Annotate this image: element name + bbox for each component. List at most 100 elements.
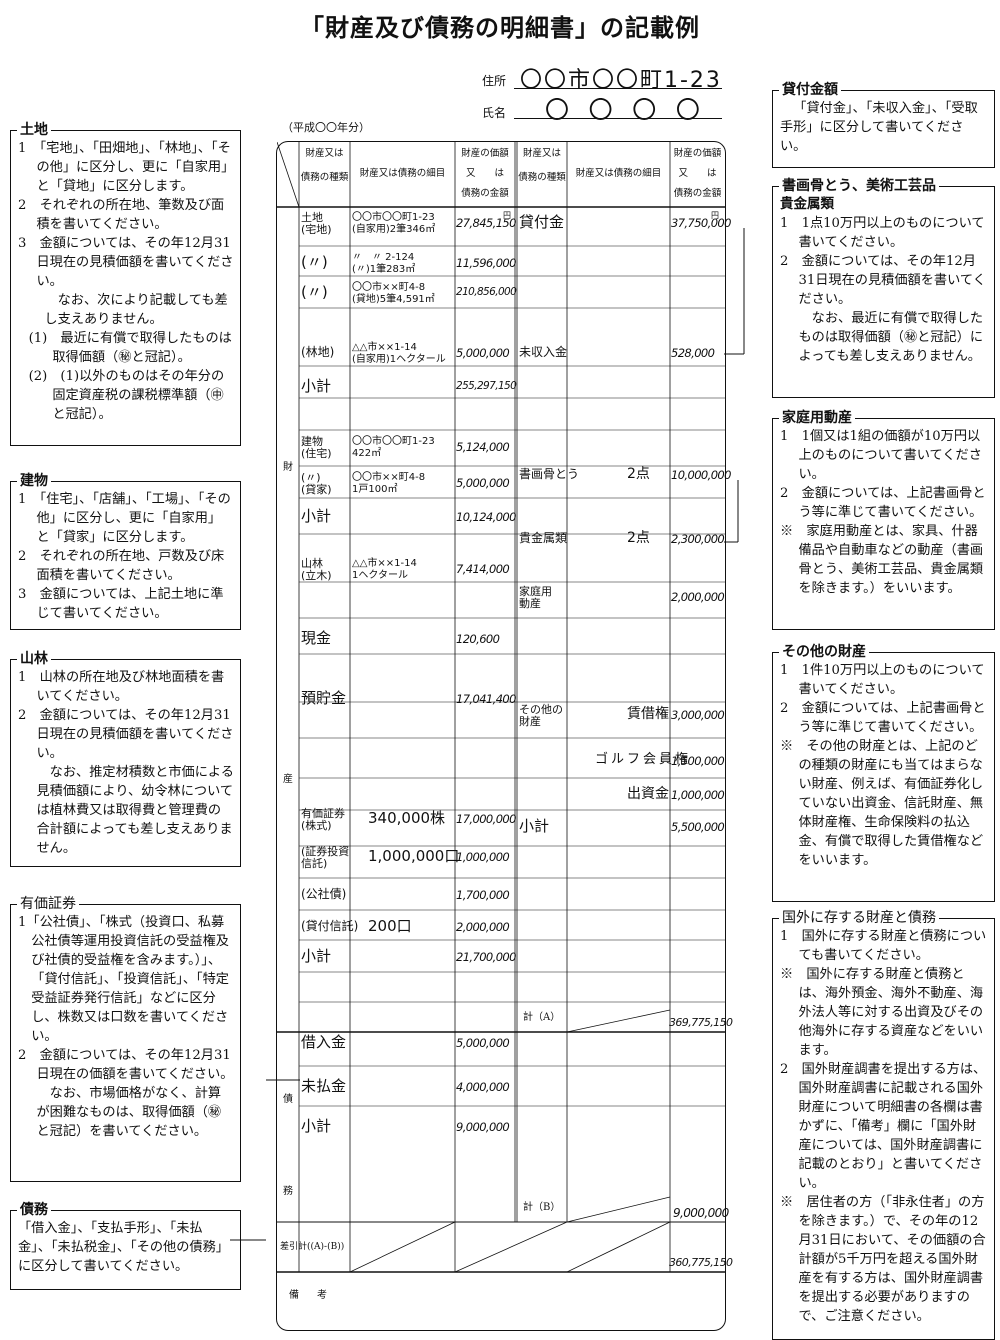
left-row-amount: 21,700,000 xyxy=(456,950,516,964)
left-row-kind: (貸付信託) xyxy=(301,919,359,933)
total-a-label: 計（A） xyxy=(523,1012,561,1023)
right-row-amount: 1,500,000 xyxy=(671,754,725,768)
left-row-amount: 17,000,000 xyxy=(456,812,516,826)
diff-value: 360,775,150 xyxy=(669,1256,733,1269)
note-building: 建物 1 「住宅」、「店舗」、「工場」、「その他」に区分し、更に「自家用」と「貸… xyxy=(10,472,241,630)
left-row-kind: (林地) xyxy=(301,345,335,359)
note-household-title: 家庭用動産 xyxy=(779,409,855,428)
col-header-kind: 財産又は 債務の種類 xyxy=(300,148,349,183)
left-row-detail: 200口 xyxy=(368,917,412,935)
left-row-detail: △△市××1-14 (自家用)1ヘクタール xyxy=(352,342,446,365)
left-row-amount: 4,000,000 xyxy=(456,1080,510,1094)
note-other-title: その他の財産 xyxy=(779,643,869,662)
side-label-sai: 債 xyxy=(283,1094,293,1105)
right-row-amount: 5,500,000 xyxy=(671,820,725,834)
note-art: 書画骨とう、美術工芸品 貴金属類 1 1点10万円以上のものについて書いてくださ… xyxy=(772,177,995,398)
right-row-kind: 未収入金 xyxy=(519,345,568,359)
left-row-kind: 小計 xyxy=(301,947,332,965)
left-row-kind: (公社債) xyxy=(301,887,347,901)
left-row-detail: 340,000株 xyxy=(368,809,446,827)
left-row-amount: 5,000,000 xyxy=(456,346,510,360)
left-row-amount: 2,000,000 xyxy=(456,920,510,934)
right-row-kind: 貸付金 xyxy=(519,213,565,231)
left-row-amount: 1,700,000 xyxy=(456,888,510,902)
side-label-zai: 財 xyxy=(283,462,293,473)
left-row-kind: 現金 xyxy=(301,629,332,647)
page-title: 「財産及び債務の明細書」の記載例 xyxy=(300,14,700,42)
right-row-detail: 出資金 xyxy=(627,786,669,802)
address-label: 住所 xyxy=(482,74,507,88)
right-row-amount: 10,000,000 xyxy=(671,468,731,482)
left-row-detail: 〇〇市××町4-8 1戸100㎡ xyxy=(352,472,426,495)
left-row-amount: 255,297,150 xyxy=(456,380,517,392)
note-securities: 有価証券 1「公社債」、「株式（投資口、私募公社債等運用投資信託の受益権及び社債… xyxy=(10,895,241,1182)
left-row-detail: 1,000,000口 xyxy=(368,847,460,865)
diff-label: 差引計((A)-(B)) xyxy=(280,1242,345,1252)
left-row-detail: 〇〇市〇〇町1-23 422㎡ xyxy=(352,436,435,459)
note-forest-title: 山林 xyxy=(17,650,51,669)
note-building-title: 建物 xyxy=(17,472,51,491)
left-row-amount: 120,600 xyxy=(456,632,500,646)
note-land-title: 土地 xyxy=(17,121,51,140)
col-header-detail-2: 財産又は債務の細目 xyxy=(575,168,662,179)
right-row-amount: 37,750,000 xyxy=(671,216,731,230)
left-row-kind: (〃) xyxy=(301,253,328,271)
statement-form: 財産又は 債務の種類 財産又は債務の細目 財産の価額 又 は 債務の金額 財産又… xyxy=(276,141,733,1331)
right-row-kind: 書画骨とう xyxy=(519,467,580,481)
right-row-amount: 2,000,000 xyxy=(671,590,725,604)
left-row-amount: 9,000,000 xyxy=(456,1120,510,1134)
col-header-value-2: 財産の価額 又 は 債務の金額 xyxy=(673,148,722,199)
right-row-amount: 1,000,000 xyxy=(671,788,725,802)
right-row-kind: 貴金属類 xyxy=(519,531,568,545)
left-row-amount: 27,845,150 xyxy=(456,216,516,230)
left-row-kind: 小計 xyxy=(301,377,332,395)
right-row-amount: 2,300,000 xyxy=(671,532,725,546)
right-row-detail: 2点 xyxy=(627,530,650,546)
yen-mark-left: 円 xyxy=(503,211,511,220)
left-row-detail: 〃 〃 2-124 (〃)1筆283㎡ xyxy=(352,252,416,275)
note-art-subtitle: 貴金属類 xyxy=(780,196,834,212)
side-label-san: 産 xyxy=(283,774,293,785)
left-row-kind: 山林 (立木) xyxy=(301,557,332,582)
left-row-kind: (証券投資 信託) xyxy=(301,845,350,870)
left-row-amount: 17,041,400 xyxy=(456,692,516,706)
name-label: 氏名 xyxy=(482,106,507,120)
left-row-kind: 建物 (住宅) xyxy=(301,435,332,460)
col-header-value: 財産の価額 又 は 債務の金額 xyxy=(461,148,509,199)
note-debt-title: 債務 xyxy=(17,1201,51,1220)
right-row-detail: 賃借権 xyxy=(627,706,669,722)
left-row-amount: 210,856,000 xyxy=(456,286,517,298)
left-row-detail: △△市××1-14 1ヘクタール xyxy=(352,558,417,581)
right-row-kind: 家庭用 動産 xyxy=(519,585,552,610)
note-household: 家庭用動産 1 1個又は1組の価額が10万円以上のものについて書いてください。 … xyxy=(772,409,995,630)
note-land: 土地 1 「宅地」、「田畑地」、「林地」、「その他」に区分し、更に「自家用」と「… xyxy=(10,121,241,446)
total-b-value: 9,000,000 xyxy=(673,1206,729,1220)
note-securities-title: 有価証券 xyxy=(17,895,79,914)
left-row-amount: 1,000,000 xyxy=(456,850,510,864)
left-row-kind: 有価証券 (株式) xyxy=(301,807,345,832)
year-label: （平成〇〇年分） xyxy=(282,121,370,134)
total-a-value: 369,775,150 xyxy=(669,1016,733,1029)
left-row-amount: 10,124,000 xyxy=(456,510,516,524)
right-row-amount: 528,000 xyxy=(671,346,715,360)
note-loans: 貸付金額 「貸付金」、「未収入金」、「受取手形」に区分して書いてください。 xyxy=(772,81,995,168)
col-header-detail: 財産又は債務の細目 xyxy=(359,168,446,179)
total-b-label: 計（B） xyxy=(523,1202,561,1213)
note-art-title: 書画骨とう、美術工芸品 xyxy=(779,177,939,196)
form-grid xyxy=(277,142,725,1273)
note-loans-title: 貸付金額 xyxy=(779,81,841,100)
left-row-kind: 借入金 xyxy=(301,1033,347,1051)
note-forest: 山林 1 山林の所在地及び林地面積を書いてください。 2 金額については、その年… xyxy=(10,650,241,867)
note-overseas-title: 国外に存する財産と債務 xyxy=(779,909,939,928)
side-label-mu: 務 xyxy=(283,1186,293,1197)
right-row-amount: 3,000,000 xyxy=(671,708,725,722)
left-row-amount: 5,000,000 xyxy=(456,1036,510,1050)
left-row-amount: 11,596,000 xyxy=(456,256,516,270)
left-row-kind: 土地 (宅地) xyxy=(301,211,332,236)
left-row-amount: 5,124,000 xyxy=(456,440,510,454)
left-row-kind: 未払金 xyxy=(301,1077,347,1095)
left-row-kind: 預貯金 xyxy=(301,689,347,707)
yen-mark-right: 円 xyxy=(711,211,719,220)
right-row-kind: 小計 xyxy=(519,817,550,835)
